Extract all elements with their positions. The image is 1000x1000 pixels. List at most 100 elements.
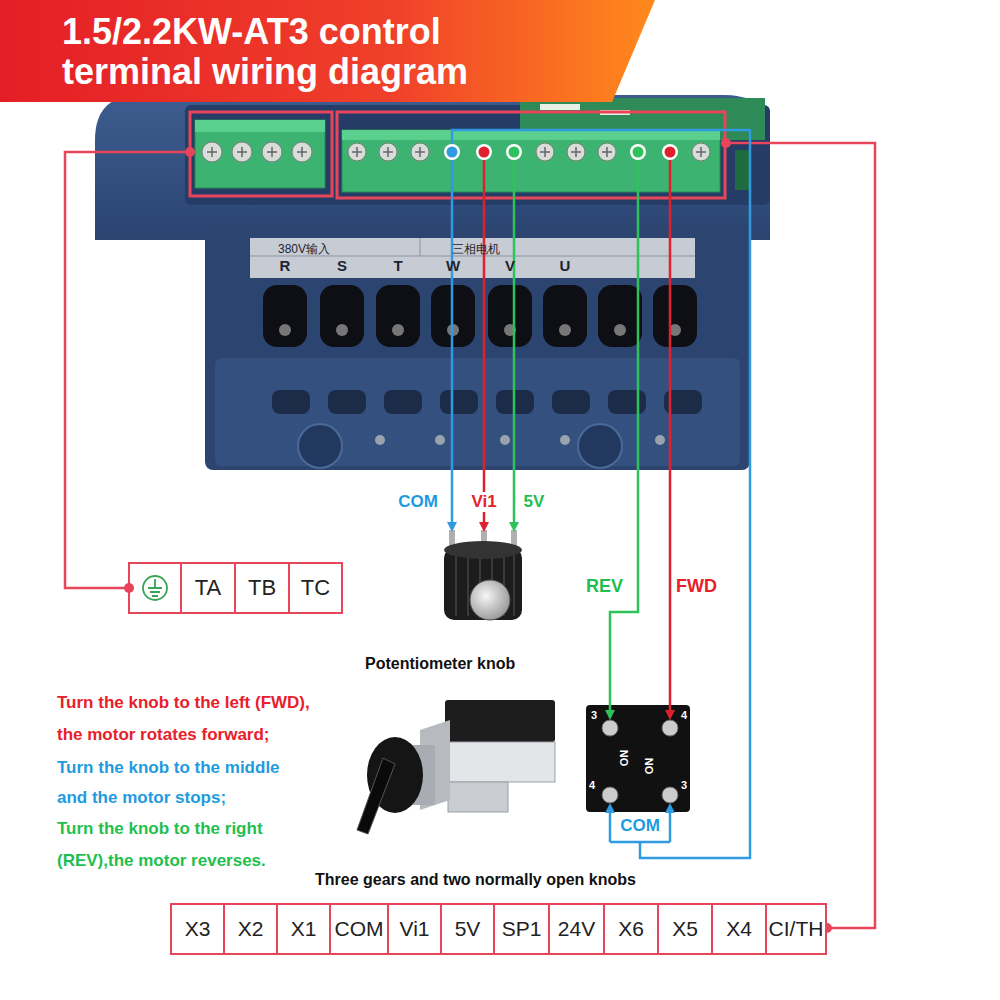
potentiometer-photo bbox=[444, 541, 522, 559]
ground-cell bbox=[129, 563, 182, 613]
inverter-housing bbox=[608, 390, 646, 414]
inverter-housing bbox=[376, 285, 420, 347]
inverter-housing bbox=[500, 435, 510, 445]
wire-arrowhead bbox=[665, 803, 675, 813]
wire-arrowhead bbox=[605, 710, 615, 720]
terminal-dot bbox=[124, 583, 134, 593]
terminal-block bbox=[202, 142, 222, 162]
terminal-block bbox=[190, 112, 332, 196]
terminal-block bbox=[342, 130, 720, 192]
terminal-block bbox=[411, 143, 429, 161]
wire bbox=[610, 808, 670, 842]
inverter-housing bbox=[735, 150, 749, 190]
terminal-dot bbox=[447, 147, 458, 158]
terminal-dot bbox=[444, 144, 460, 160]
switch-contact-block bbox=[602, 787, 618, 803]
control-terminal-cell: X3 bbox=[170, 903, 225, 955]
contact-number: 3 bbox=[591, 709, 597, 721]
inverter-housing bbox=[543, 285, 587, 347]
part-caption: Potentiometer knob bbox=[365, 654, 515, 673]
wire-label: 5V bbox=[519, 492, 549, 512]
inverter-housing bbox=[279, 324, 291, 336]
instruction-note: Turn the knob to the left (FWD), the mot… bbox=[57, 687, 332, 751]
control-terminal-cell: SP1 bbox=[493, 903, 550, 955]
control-terminal-cell: X2 bbox=[223, 903, 278, 955]
inverter-housing bbox=[205, 225, 750, 470]
terminal-dot bbox=[721, 138, 731, 148]
control-terminal-cell: COM bbox=[329, 903, 389, 955]
wire bbox=[513, 152, 516, 526]
terminal-block bbox=[267, 147, 277, 157]
wire-label: REV bbox=[586, 576, 623, 598]
power-terminal-letter: T bbox=[386, 257, 410, 275]
inverter-housing bbox=[552, 390, 590, 414]
terminal-block bbox=[292, 142, 312, 162]
switch-contact-block bbox=[662, 787, 678, 803]
inverter-housing bbox=[614, 324, 626, 336]
inverter-housing bbox=[336, 324, 348, 336]
inverter-housing bbox=[655, 435, 665, 445]
selector-switch-photo bbox=[448, 782, 508, 812]
terminal-block bbox=[190, 112, 725, 198]
potentiometer-photo bbox=[470, 580, 510, 620]
wire-arrowhead bbox=[605, 803, 615, 813]
wire-label: Vi1 bbox=[464, 492, 504, 512]
inverter-housing bbox=[420, 238, 421, 256]
control-terminal-cell: Vi1 bbox=[387, 903, 442, 955]
terminal-dot bbox=[665, 147, 676, 158]
inverter-housing bbox=[540, 104, 580, 110]
terminal-dot bbox=[124, 138, 832, 933]
inverter-housing bbox=[384, 390, 422, 414]
inverter-housing bbox=[272, 390, 310, 414]
selector-switch-photo bbox=[357, 700, 555, 834]
ground-cell bbox=[129, 563, 182, 613]
terminal-block bbox=[342, 130, 720, 140]
control-terminal-cell: 24V bbox=[548, 903, 605, 955]
terminal-block bbox=[415, 147, 425, 157]
banner-title: 1.5/2.2KW-AT3 control terminal wiring di… bbox=[62, 12, 502, 92]
terminal-block bbox=[540, 147, 550, 157]
inverter-housing bbox=[559, 324, 571, 336]
switch-contact-block bbox=[662, 720, 678, 736]
terminal-block bbox=[567, 143, 585, 161]
control-terminal-cell: X1 bbox=[276, 903, 331, 955]
wire-arrowhead bbox=[665, 710, 675, 720]
housing-label: 380V输入 bbox=[278, 242, 330, 256]
wire-arrowhead bbox=[447, 522, 457, 532]
terminal-block bbox=[297, 147, 307, 157]
power-terminal-letter: S bbox=[330, 257, 354, 275]
terminal-block bbox=[207, 147, 217, 157]
switch-contact-block bbox=[602, 720, 618, 736]
wire bbox=[610, 152, 638, 714]
wire bbox=[483, 152, 486, 526]
terminal-block bbox=[237, 147, 247, 157]
terminal-block bbox=[348, 143, 366, 161]
wire bbox=[726, 143, 875, 928]
instruction-note: Turn the knob to the middle and the moto… bbox=[57, 753, 302, 813]
terminal-block bbox=[379, 143, 397, 161]
ground-cell bbox=[148, 579, 162, 596]
control-terminal-cell: 5V bbox=[440, 903, 495, 955]
terminal-dot bbox=[509, 147, 520, 158]
terminal-block bbox=[692, 143, 710, 161]
inverter-housing bbox=[215, 358, 740, 466]
contact-marking: NO bbox=[618, 750, 630, 767]
wire-label: FWD bbox=[676, 576, 717, 598]
wire bbox=[451, 152, 454, 526]
inverter-housing bbox=[298, 424, 342, 468]
contact-number: 3 bbox=[681, 779, 687, 791]
control-terminal-cell: X4 bbox=[711, 903, 767, 955]
terminal-block bbox=[232, 142, 252, 162]
control-terminal-cell: X6 bbox=[603, 903, 659, 955]
contact-number: 4 bbox=[589, 779, 595, 791]
relay-terminal-cell: TC bbox=[288, 562, 343, 614]
terminal-block bbox=[598, 143, 616, 161]
power-terminal-letter: V bbox=[498, 257, 522, 275]
inverter-housing bbox=[320, 285, 364, 347]
terminal-dot bbox=[630, 144, 646, 160]
power-terminal-letter: U bbox=[553, 257, 577, 275]
power-terminal-letter: W bbox=[441, 257, 465, 275]
terminal-block bbox=[696, 147, 706, 157]
control-terminal-cell: X5 bbox=[657, 903, 713, 955]
selector-switch-photo bbox=[445, 742, 555, 782]
